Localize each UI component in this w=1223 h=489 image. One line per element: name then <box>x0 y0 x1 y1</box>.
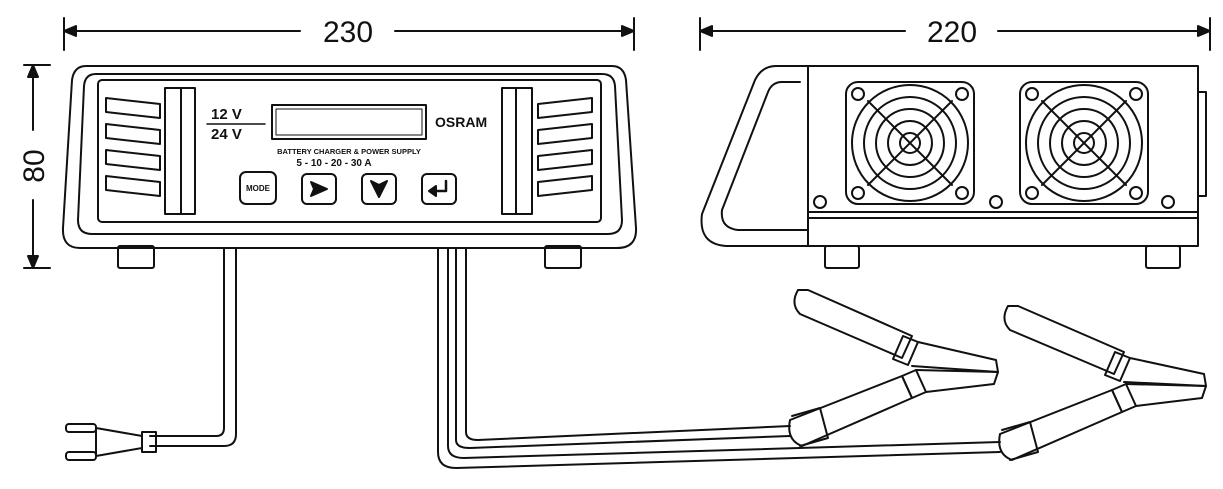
side-rear-connector <box>1197 91 1207 197</box>
arrow-right-icon <box>310 181 328 197</box>
screw <box>989 195 1003 209</box>
vents-right <box>537 97 593 197</box>
side-bar-left-inner <box>180 87 196 215</box>
dimension-width-front: 230 <box>63 16 635 51</box>
down-arrow-button[interactable] <box>361 173 397 205</box>
voltage-24v-label: 24 V <box>211 126 242 143</box>
enter-button[interactable] <box>421 173 457 205</box>
side-bar-right <box>515 87 533 215</box>
side-body <box>807 65 1199 247</box>
power-cable <box>149 247 237 447</box>
front-housing-inner <box>77 73 623 235</box>
front-foot-right <box>544 245 582 269</box>
screw <box>1161 195 1175 209</box>
battery-clamp-left <box>788 289 999 447</box>
battery-clamp-right <box>998 305 1207 461</box>
width-front-label: 230 <box>323 16 373 49</box>
mode-button[interactable]: MODE <box>239 171 277 205</box>
fan-left <box>845 81 975 205</box>
battery-cables <box>437 247 1001 469</box>
power-plug <box>65 423 157 461</box>
screw <box>813 195 827 209</box>
front-panel <box>97 79 602 223</box>
dimension-height: 80 <box>18 64 51 269</box>
front-housing <box>61 65 638 249</box>
height-label: 80 <box>18 149 51 182</box>
charger-side-view <box>700 65 1207 269</box>
dimension-width-side: 220 <box>699 16 1211 51</box>
charger-front-view: 12 V 24 V OSRAM BATTERY CHARGER & POWER … <box>61 65 638 269</box>
side-bar-left <box>164 87 182 215</box>
product-line-label: BATTERY CHARGER & POWER SUPPLY <box>277 147 421 156</box>
brand-logo: OSRAM <box>435 114 487 130</box>
fan-right <box>1019 81 1149 205</box>
lcd-display <box>271 104 427 140</box>
side-foot-right <box>1145 245 1181 269</box>
side-front-slope <box>700 65 809 247</box>
side-front-slope-inner <box>720 81 809 231</box>
vents-left <box>105 97 161 197</box>
enter-icon <box>428 179 448 197</box>
arrow-down-icon <box>370 180 388 198</box>
voltage-12v-label: 12 V <box>211 106 242 123</box>
current-options-label: 5 - 10 - 20 - 30 A <box>296 158 371 169</box>
side-bar-right-inner <box>501 87 517 215</box>
front-foot-left <box>117 245 155 269</box>
mode-button-label: MODE <box>246 184 271 193</box>
side-foot-left <box>824 245 860 269</box>
lcd-display-inner <box>275 108 423 136</box>
width-side-label: 220 <box>927 16 977 49</box>
right-arrow-button[interactable] <box>301 173 337 205</box>
